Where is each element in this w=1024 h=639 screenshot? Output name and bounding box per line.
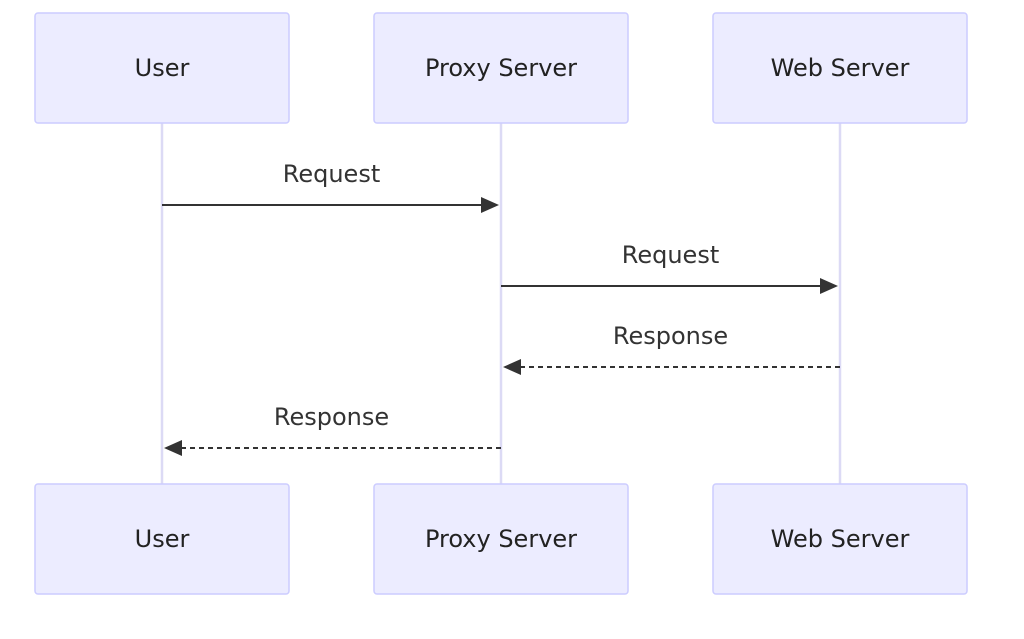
actor-label: Proxy Server <box>425 54 577 82</box>
actor-label: Web Server <box>771 525 910 553</box>
actor-web-bottom: Web Server <box>712 483 968 595</box>
actor-box <box>34 483 290 595</box>
actor-box <box>712 12 968 124</box>
actor-label: User <box>135 54 190 82</box>
actor-proxy-top: Proxy Server <box>373 12 629 124</box>
message-1: Request <box>162 160 499 213</box>
message-label: Request <box>283 160 381 188</box>
actor-box <box>373 12 629 124</box>
actor-box <box>34 12 290 124</box>
message-label: Response <box>613 322 728 350</box>
actor-label: Web Server <box>771 54 910 82</box>
actor-user-bottom: User <box>34 483 290 595</box>
actor-web-top: Web Server <box>712 12 968 124</box>
actor-proxy-bottom: Proxy Server <box>373 483 629 595</box>
arrowhead-icon <box>164 440 182 456</box>
message-3: Response <box>503 322 840 375</box>
actor-user-top: User <box>34 12 290 124</box>
message-4: Response <box>164 403 501 456</box>
arrowhead-icon <box>481 197 499 213</box>
message-label: Response <box>274 403 389 431</box>
actor-label: Proxy Server <box>425 525 577 553</box>
actor-label: User <box>135 525 190 553</box>
arrowhead-icon <box>820 278 838 294</box>
message-2: Request <box>501 241 838 294</box>
message-label: Request <box>622 241 720 269</box>
arrowhead-icon <box>503 359 521 375</box>
actors-bottom: User Proxy Server Web Server <box>34 483 968 595</box>
actors-top: User Proxy Server Web Server <box>34 12 968 124</box>
lifelines <box>160 123 842 484</box>
actor-box <box>373 483 629 595</box>
actor-box <box>712 483 968 595</box>
